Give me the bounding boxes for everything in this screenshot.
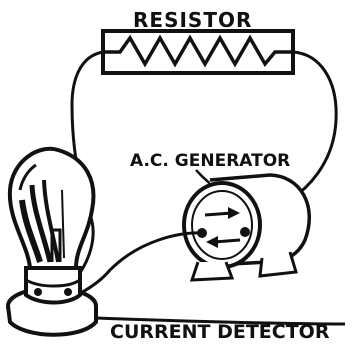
current-detector-lamp: [6, 146, 98, 337]
generator-label: A.C. GENERATOR: [130, 151, 290, 171]
detector-label: CURRENT DETECTOR: [110, 321, 330, 343]
wire-detector-return: [95, 316, 346, 326]
resistor: [101, 29, 295, 75]
resistor-label: RESISTOR: [133, 8, 252, 32]
ac-generator: [182, 173, 311, 282]
